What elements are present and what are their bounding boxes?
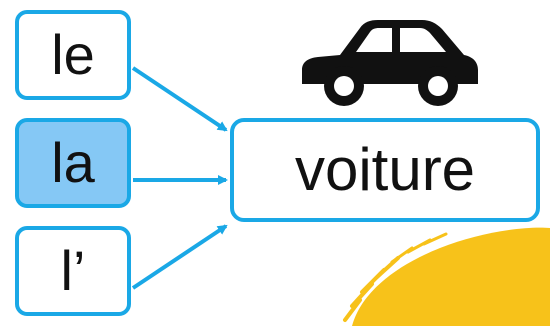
car-icon [302, 20, 478, 106]
article-label-la: la [51, 131, 95, 194]
article-box-la: la [15, 118, 131, 208]
article-label-l: l’ [60, 239, 86, 302]
article-label-le: le [51, 23, 95, 86]
arrow-l-to-noun [131, 224, 228, 290]
arrow-le-to-noun [131, 66, 228, 132]
article-box-le: le [15, 10, 131, 100]
noun-box: voiture [230, 118, 540, 222]
noun-label: voiture [294, 136, 476, 203]
article-box-l: l’ [15, 226, 131, 316]
